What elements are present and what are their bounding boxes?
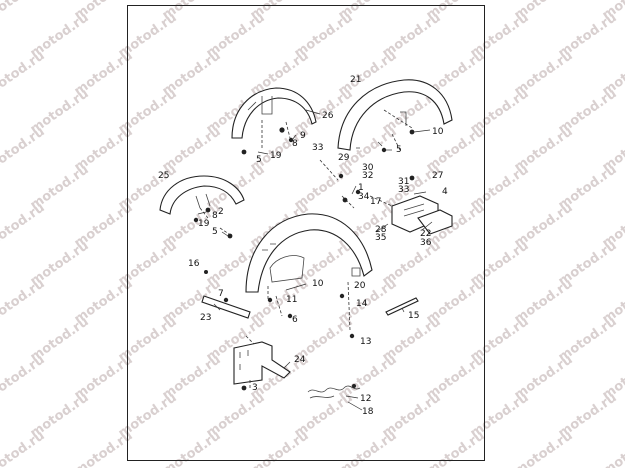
front-fender-25 [159,175,245,215]
diagram-frame [127,5,485,461]
rear-fender-21 [337,79,453,151]
callout-31: 31 [398,177,409,187]
callout-33-right: 33 [398,185,409,195]
callout-2: 2 [218,207,224,217]
callout-19-upper: 19 [270,151,282,161]
callout-24: 24 [294,355,306,365]
callout-34: 34 [358,192,370,202]
callout-13: 13 [360,337,371,347]
callout-7: 7 [218,289,224,299]
callout-12: 12 [360,394,371,404]
rod-15 [385,297,419,316]
callout-22: 22 [420,229,431,239]
front-fender-26 [231,87,317,139]
license-bracket-24 [233,341,291,385]
emblem-18 [307,385,361,399]
callout-28: 28 [375,225,387,235]
callout-6: 6 [292,315,298,325]
callout-23: 23 [200,313,211,323]
callout-18: 18 [362,407,374,417]
callout-26: 26 [322,111,334,121]
callout-3: 3 [252,383,258,393]
callout-4: 4 [442,187,448,197]
callout-1: 1 [358,183,364,193]
callout-32: 32 [362,171,373,181]
callout-36: 36 [420,238,432,248]
strip-23 [201,295,251,319]
callout-14: 14 [356,299,368,309]
callout-11: 11 [286,295,297,305]
callout-5-left: 5 [212,227,218,237]
callout-5-upper-right: 5 [396,145,402,155]
callout-27: 27 [432,171,443,181]
callout-17: 17 [370,197,381,207]
fasteners [193,127,415,391]
callout-10-center: 10 [312,279,324,289]
part-number-labels: 21 26 10 9 8 19 5 33 5 29 30 32 25 1 34 … [158,75,448,417]
assembly-lines [199,109,413,388]
leader-lines [197,109,433,411]
callout-19-left: 19 [198,219,210,229]
rear-fender-20 [245,213,373,293]
callout-25: 25 [158,171,169,181]
callout-33-upper: 33 [312,143,323,153]
callout-21: 21 [350,75,361,85]
callout-16: 16 [188,259,200,269]
callout-35: 35 [375,233,386,243]
callout-30: 30 [362,163,374,173]
callout-15: 15 [408,311,419,321]
tail-lamp-22 [391,195,453,235]
callout-8-upper: 8 [292,139,298,149]
callout-8-left: 8 [212,211,218,221]
callout-20: 20 [354,281,366,291]
callout-5-upper-left: 5 [256,155,262,165]
callout-10-upper: 10 [432,127,444,137]
callout-9: 9 [300,131,306,141]
callout-29: 29 [338,153,350,163]
